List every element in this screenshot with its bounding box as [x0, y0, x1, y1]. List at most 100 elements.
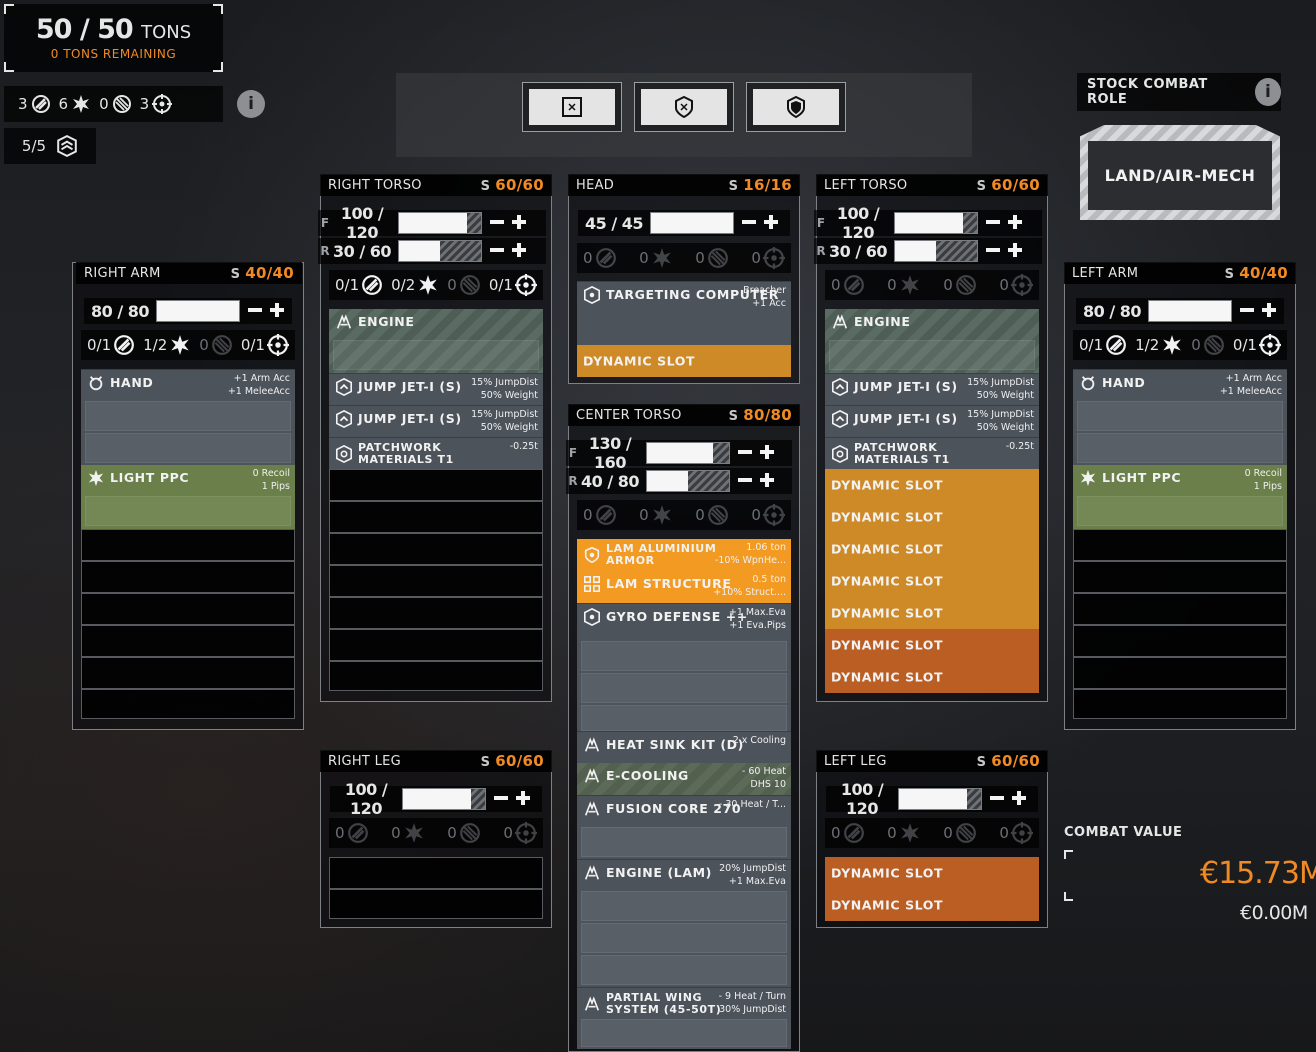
empty-slot[interactable] [1073, 561, 1287, 593]
plus-button[interactable] [756, 471, 778, 491]
plus-button[interactable] [266, 301, 288, 321]
empty-slot[interactable] [1073, 689, 1287, 719]
armor-value: 30 / 60 [332, 241, 392, 261]
plus-button[interactable] [1004, 241, 1026, 261]
plus-button[interactable] [1004, 213, 1026, 233]
filter-button-shield[interactable] [746, 82, 846, 132]
equipment-slot[interactable]: PARTIAL WING SYSTEM (45-50T)- 9 Heat / T… [577, 987, 791, 1049]
empty-slot[interactable] [81, 529, 295, 561]
equipment-slot[interactable]: ENGINE [329, 309, 543, 373]
equipment-slot[interactable]: ENGINE (LAM)20% JumpDist+1 Max.Eva [577, 859, 791, 987]
empty-slot[interactable] [1073, 657, 1287, 689]
hardpoint-value: 0/1 [1079, 336, 1104, 354]
equipment-slot[interactable]: DYNAMIC SLOT [825, 501, 1039, 533]
item-stat: +1 MeleeAcc [227, 385, 290, 397]
energy-icon [651, 247, 673, 269]
empty-slot[interactable] [1073, 529, 1287, 561]
equipment-slot[interactable]: HEAT SINK KIT (D)2 x Cooling [577, 731, 791, 763]
minus-button[interactable] [982, 241, 1004, 261]
item-stats: 2 x Cooling [733, 735, 786, 748]
minus-button[interactable] [486, 241, 508, 261]
empty-slot[interactable] [329, 469, 543, 501]
minus-button[interactable] [982, 213, 1004, 233]
plus-button[interactable] [760, 213, 782, 233]
empty-slot[interactable] [81, 689, 295, 719]
minus-button[interactable] [734, 443, 756, 463]
filter-button-x[interactable] [522, 82, 622, 132]
empty-slot[interactable] [329, 501, 543, 533]
hardpoint-energy: 0 [887, 274, 921, 296]
empty-slot[interactable] [329, 629, 543, 661]
equipment-slot[interactable]: DYNAMIC SLOT [825, 533, 1039, 565]
role-value: LAND/AIR-MECH [1088, 141, 1272, 210]
empty-slot[interactable] [329, 533, 543, 565]
hardpoint-value: 0 [751, 249, 761, 267]
empty-slot[interactable] [329, 565, 543, 597]
empty-slot[interactable] [81, 657, 295, 689]
equipment-slot[interactable]: DYNAMIC SLOT [577, 345, 791, 377]
equipment-slot[interactable]: HAND+1 Arm Acc+1 MeleeAcc [1073, 369, 1287, 465]
minus-button[interactable] [986, 789, 1008, 809]
item-name: DYNAMIC SLOT [831, 897, 944, 913]
item-title: DYNAMIC SLOT [831, 510, 943, 523]
empty-slot[interactable] [81, 625, 295, 657]
minus-button[interactable] [486, 213, 508, 233]
empty-slot[interactable] [1073, 625, 1287, 657]
tonnage-panel: 50 / 50 TONS 0 TONS REMAINING [4, 4, 223, 72]
item-stat: +1 Max.Eva [728, 875, 786, 887]
minus-button[interactable] [244, 301, 266, 321]
equipment-slot[interactable]: DYNAMIC SLOT [825, 661, 1039, 693]
equipment-slot[interactable]: DYNAMIC SLOT [825, 565, 1039, 597]
equipment-slot[interactable]: PATCHWORK MATERIALS T1-0.25t [825, 437, 1039, 469]
plus-button[interactable] [756, 443, 778, 463]
minus-button[interactable] [738, 213, 760, 233]
jumpjet-icon [831, 378, 849, 396]
minus-button[interactable] [734, 471, 756, 491]
equipment-slot[interactable]: DYNAMIC SLOT [825, 597, 1039, 629]
empty-slot[interactable] [1073, 593, 1287, 625]
item-title: ENGINE [335, 313, 415, 331]
empty-slot[interactable] [329, 597, 543, 629]
equipment-slot[interactable]: DYNAMIC SLOT [825, 889, 1039, 921]
plus-button[interactable] [508, 213, 530, 233]
equipment-slot[interactable]: FUSION CORE 270- 30 Heat / T... [577, 795, 791, 859]
minus-button[interactable] [490, 789, 512, 809]
info-icon[interactable]: i [237, 90, 265, 118]
plus-button[interactable] [1008, 789, 1030, 809]
empty-slot[interactable] [329, 661, 543, 691]
equipment-slot[interactable]: ENGINE [825, 309, 1039, 373]
hardpoint-value: 0 [831, 276, 841, 294]
empty-slot[interactable] [329, 857, 543, 889]
empty-slot[interactable] [81, 561, 295, 593]
equipment-slot[interactable]: HAND+1 Arm Acc+1 MeleeAcc [81, 369, 295, 465]
structure-icon [583, 575, 601, 593]
tonnage-unit: TONS [141, 22, 192, 43]
equipment-slot[interactable]: PATCHWORK MATERIALS T1-0.25t [329, 437, 543, 469]
equipment-slot[interactable]: DYNAMIC SLOT [825, 857, 1039, 889]
equipment-slot[interactable]: DYNAMIC SLOT [825, 469, 1039, 501]
empty-slot[interactable] [81, 593, 295, 625]
equipment-slot[interactable]: GYRO DEFENSE +++1 Max.Eva+1 Eva.Pips [577, 603, 791, 731]
empty-slot[interactable] [329, 889, 543, 919]
minus-button[interactable] [1236, 301, 1258, 321]
ballistic-count: 0 [99, 94, 132, 114]
equipment-slot[interactable]: DYNAMIC SLOT [825, 629, 1039, 661]
armor-value: 130 / 160 [588, 434, 632, 472]
plus-button[interactable] [1258, 301, 1280, 321]
plus-button[interactable] [508, 241, 530, 261]
gyro-icon [583, 608, 601, 626]
plus-button[interactable] [512, 789, 534, 809]
info-icon[interactable]: i [1255, 78, 1281, 106]
filter-button-shield-x[interactable] [634, 82, 734, 132]
